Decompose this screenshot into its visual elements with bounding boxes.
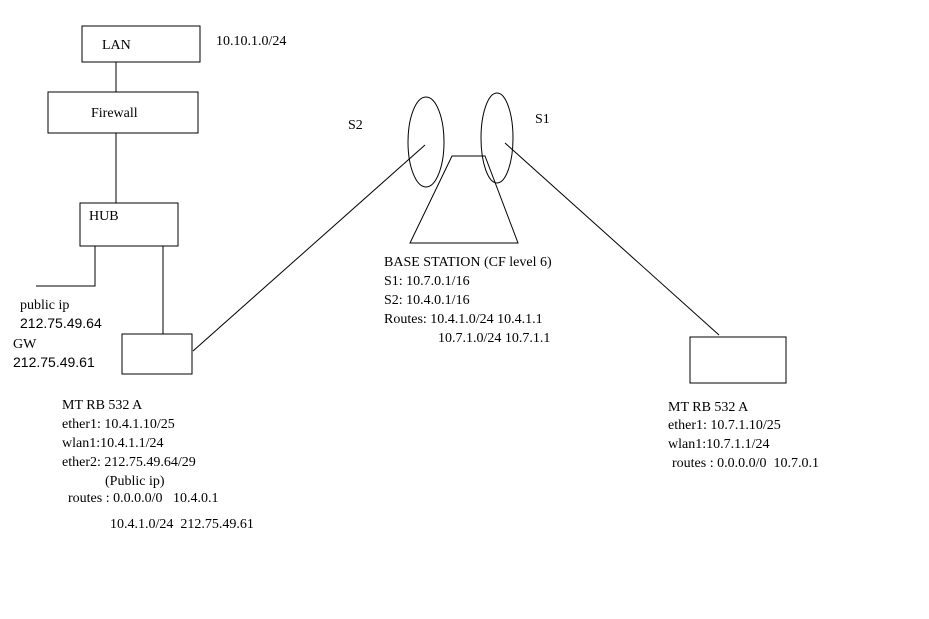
firewall-node: Firewall — [47, 91, 199, 134]
hub-node: HUB — [79, 202, 179, 247]
router-a-ether2: ether2: 212.75.49.64/29 — [62, 455, 196, 470]
hub-label: HUB — [89, 209, 119, 224]
base-station-tower — [407, 92, 519, 244]
gw-label: GW — [13, 337, 37, 352]
lan-node: LAN — [81, 25, 201, 63]
router-a-config: MT RB 532 A ether1: 10.4.1.10/25 wlan1:1… — [62, 398, 254, 532]
base-station-title: BASE STATION (CF level 6) — [384, 255, 552, 270]
base-station-s1-ip: S1: 10.7.0.1/16 — [384, 274, 470, 289]
router-b-ether1: ether1: 10.7.1.10/25 — [668, 418, 781, 433]
gw-ip-value: 212.75.49.61 — [13, 354, 95, 370]
base-station-route-1: Routes: 10.4.1.0/24 10.4.1.1 — [384, 312, 543, 327]
router-a-box — [121, 333, 193, 375]
router-a-public-ip-note: (Public ip) — [105, 474, 165, 489]
router-b-title: MT RB 532 A — [668, 400, 749, 415]
hub-box — [79, 202, 179, 247]
router-a-lan-route: 10.4.1.0/24 212.75.49.61 — [110, 517, 254, 532]
base-station-config: BASE STATION (CF level 6) S1: 10.7.0.1/1… — [384, 255, 552, 346]
sector-s2-label: S2 — [348, 118, 363, 133]
firewall-label: Firewall — [91, 106, 138, 121]
lan-label: LAN — [102, 38, 131, 53]
router-b-config: MT RB 532 A ether1: 10.7.1.10/25 wlan1:1… — [668, 400, 819, 471]
router-b-wlan1: wlan1:10.7.1.1/24 — [668, 437, 770, 452]
base-station-s2-ip: S2: 10.4.0.1/16 — [384, 293, 470, 308]
base-station-mast — [409, 155, 519, 244]
lan-box — [81, 25, 201, 63]
s1-router-b-wireless-link — [504, 142, 720, 336]
router-a-ether1: ether1: 10.4.1.10/25 — [62, 417, 175, 432]
firewall-box — [47, 91, 199, 134]
lan-subnet: 10.10.1.0/24 — [216, 34, 286, 49]
base-station-route-2: 10.7.1.0/24 10.7.1.1 — [438, 331, 550, 346]
sector-s1-antenna — [480, 92, 514, 184]
router-b-default-route: routes : 0.0.0.0/0 10.7.0.1 — [672, 456, 819, 471]
public-ip-value: 212.75.49.64 — [20, 315, 102, 331]
router-a-s2-wireless-link — [192, 144, 426, 352]
sector-s1-label: S1 — [535, 112, 550, 127]
router-a-default-route: routes : 0.0.0.0/0 10.4.0.1 — [68, 491, 219, 506]
hub-public-uplink — [36, 246, 96, 287]
sector-s2-antenna — [407, 96, 445, 188]
public-ip-label: public ip — [20, 298, 69, 313]
router-a-wlan1: wlan1:10.4.1.1/24 — [62, 436, 164, 451]
router-a-title: MT RB 532 A — [62, 398, 143, 413]
router-b-box — [689, 336, 787, 384]
